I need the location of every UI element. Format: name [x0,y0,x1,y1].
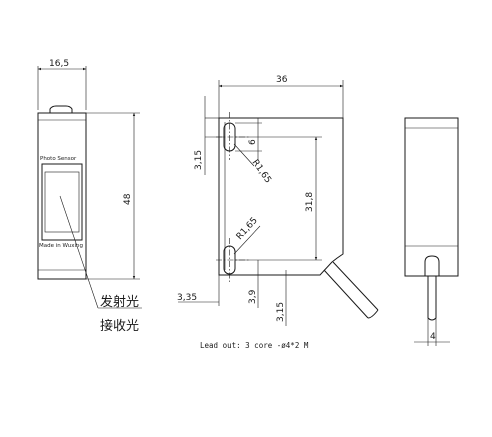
bottom-mid-dimension: 3,9 [248,289,258,304]
end-view: 4 [404,117,459,346]
bottom-left-dimension: 3,35 [177,293,197,303]
lead-out-note: Lead out: 3 core -ø4*2 M [200,341,309,350]
emitter-callout: 发射光 [100,294,139,310]
hole-spacing-dimension: 31,8 [305,192,315,212]
side-view: 36 3,15 6 R1,65 R1,65 31,8 [177,75,379,350]
photo-sensor-label: Photo Sensor [40,156,77,162]
radius-top-dimension: R1,65 [250,158,273,185]
bottom-right-dimension: 3,15 [276,302,286,322]
front-height-dimension: 48 [123,193,133,205]
receiver-callout: 接收光 [100,318,139,334]
slot-height-dimension: 6 [248,139,258,145]
side-hole-offset-dimension: 3,15 [194,150,204,170]
made-in-label: Made in Wuxing [39,243,83,249]
cable-diameter-dimension: 4 [430,332,436,342]
side-width-dimension: 36 [276,75,288,85]
radius-bottom-dimension: R1,65 [235,216,260,242]
front-width-dimension: 16,5 [49,59,69,69]
front-view: 16,5 Photo Sensor Made in Wuxing 48 发射光 … [37,59,142,334]
